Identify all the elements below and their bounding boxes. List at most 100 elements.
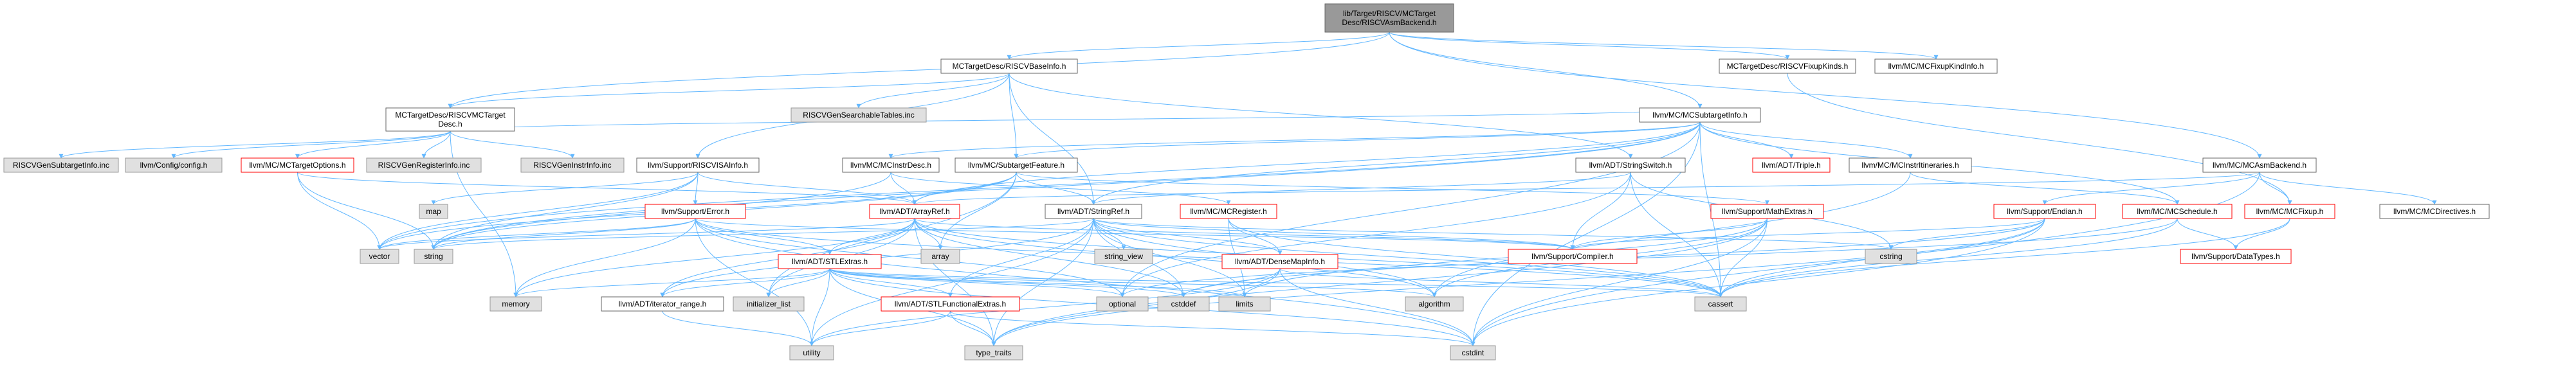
node-mathextras[interactable]: llvm/Support/MathExtras.h [1710, 204, 1824, 219]
edge-stringref-to-utility [809, 218, 1094, 346]
edge-iteratorrange-to-utility [662, 310, 814, 346]
node-stlextras[interactable]: llvm/ADT/STLExtras.h [778, 254, 882, 269]
node-instritin[interactable]: llvm/MC/MCInstrItineraries.h [1849, 157, 1972, 173]
node-box [940, 58, 1078, 74]
edge-error-to-string [431, 218, 696, 250]
edge-instrdesc-to-arrayref [890, 172, 917, 205]
edge-densemapinfo-to-cstddef [1181, 268, 1281, 298]
node-root[interactable]: lib/Target/RISCV/MCTargetDesc/RISCVAsmBa… [1324, 3, 1454, 33]
edge-arrayref-to-memory [513, 218, 915, 298]
node-isainfo[interactable]: llvm/Support/RISCVISAInfo.h [636, 157, 760, 173]
node-label: Desc/RISCVAsmBackend.h [1342, 18, 1436, 27]
node-mcfixup[interactable]: llvm/MC/MCFixup.h [2244, 204, 2335, 219]
node-densemapinfo[interactable]: llvm/ADT/DenseMapInfo.h [1221, 254, 1338, 269]
node-compiler[interactable]: llvm/Support/Compiler.h [1508, 249, 1638, 264]
edge-arrayref-to-compiler [914, 218, 1575, 250]
node-box [360, 249, 399, 264]
node-label: RISCVGenInstrInfo.inc [533, 161, 611, 170]
node-box [1849, 157, 1972, 173]
edge-error-to-memory [513, 218, 696, 298]
node-mcschedule[interactable]: llvm/MC/MCSchedule.h [2122, 204, 2233, 219]
node-fixupkinds[interactable]: MCTargetDesc/RISCVFixupKinds.h [1719, 58, 1856, 74]
edge-stlfunctional-to-utility [809, 310, 951, 346]
edge-stringswitch-to-stringref [1091, 172, 1631, 205]
node-stringswitch[interactable]: llvm/ADT/StringSwitch.h [1575, 157, 1686, 173]
node-label: limits [1236, 299, 1253, 308]
edge-instrdesc-to-mcregister [890, 172, 1231, 205]
node-stlfunctional[interactable]: llvm/ADT/STLFunctionalExtras.h [881, 296, 1020, 312]
node-box [385, 107, 515, 132]
node-endian[interactable]: llvm/Support/Endian.h [1993, 204, 2096, 219]
node-label: llvm/MC/MCInstrDesc.h [850, 161, 931, 170]
node-instrdesc[interactable]: llvm/MC/MCInstrDesc.h [842, 157, 940, 173]
node-label: llvm/Support/Endian.h [2007, 207, 2082, 216]
node-subtargetfeature[interactable]: llvm/MC/SubtargetFeature.h [955, 157, 1078, 173]
edge-mathextras-to-cassert [1718, 218, 1768, 298]
node-stringref[interactable]: llvm/ADT/StringRef.h [1045, 204, 1142, 219]
node-label: utility [803, 348, 820, 357]
node-asmbackend[interactable]: llvm/MC/MCAsmBackend.h [2202, 157, 2317, 173]
node-label: llvm/MC/MCDirectives.h [2393, 207, 2476, 216]
node-box [1874, 58, 1998, 74]
node-targetoptions[interactable]: llvm/MC/MCTargetOptions.h [241, 157, 354, 173]
node-subtargetinfo[interactable]: llvm/MC/MCSubtargetInfo.h [1639, 107, 1761, 123]
node-utility: utility [789, 345, 834, 361]
node-arrayref[interactable]: llvm/ADT/ArrayRef.h [869, 204, 960, 219]
node-box [1180, 204, 1277, 219]
edge-baseinfo-to-mctargetdesc [448, 73, 1010, 109]
edge-instritin-to-mcschedule [1910, 172, 2180, 205]
node-stringview: string_view [1094, 249, 1153, 264]
node-box [1096, 296, 1149, 312]
node-box [1218, 296, 1271, 312]
edge-baseinfo-to-stringref [1009, 73, 1096, 205]
node-iteratorrange[interactable]: llvm/ADT/iterator_range.h [601, 296, 724, 312]
node-triple[interactable]: llvm/ADT/Triple.h [1752, 157, 1831, 173]
edge-mcschedule-to-datatypes [2177, 218, 2238, 250]
node-error[interactable]: llvm/Support/Error.h [644, 204, 746, 219]
node-fixupkindinfo[interactable]: llvm/MC/MCFixupKindInfo.h [1874, 58, 1998, 74]
edge-mcregister-to-densemapinfo [1228, 218, 1283, 255]
edge-subtargetfeature-to-mathextras [1016, 172, 1769, 205]
node-label: MCTargetDesc/RISCVBaseInfo.h [953, 62, 1066, 71]
node-box [1221, 254, 1338, 269]
node-cstring: cstring [1865, 249, 1917, 264]
node-box [1752, 157, 1831, 173]
edge-asmbackend-to-directives [2259, 172, 2437, 205]
node-cassert: cassert [1694, 296, 1747, 312]
node-label: llvm/MC/MCSubtargetInfo.h [1652, 111, 1747, 120]
edge-subtargetinfo-to-optional [1120, 121, 1701, 298]
edge-mctargetdesc-to-subtargetinfo [450, 107, 1702, 132]
node-box [601, 296, 724, 312]
node-label: llvm/MC/MCSchedule.h [2137, 207, 2217, 216]
node-config: llvm/Config/config.h [125, 157, 223, 173]
node-initlist: initializer_list [733, 296, 805, 312]
edge-arrayref-to-vector [377, 218, 915, 250]
edge-subtargetinfo-to-cstdint [1470, 121, 1701, 346]
node-map: map [419, 204, 448, 219]
node-mcregister[interactable]: llvm/MC/MCRegister.h [1180, 204, 1277, 219]
edge-stlextras-to-initlist [766, 268, 830, 298]
edge-mathextras-to-cstdint [1470, 218, 1768, 346]
edge-root-to-subtargetinfo [1389, 31, 1703, 109]
node-box [1094, 249, 1153, 264]
edge-stlextras-to-optional [829, 268, 1125, 298]
edge-error-to-vector [377, 218, 696, 250]
node-baseinfo[interactable]: MCTargetDesc/RISCVBaseInfo.h [940, 58, 1078, 74]
node-directives[interactable]: llvm/MC/MCDirectives.h [2379, 204, 2490, 219]
node-typetraits: type_traits [964, 345, 1023, 361]
edge-isainfo-to-vector [377, 172, 699, 250]
node-box [520, 157, 625, 173]
node-label: llvm/ADT/StringRef.h [1057, 207, 1129, 216]
edge-fixupkinds-to-mcfixup [1787, 73, 2292, 205]
node-label: llvm/ADT/Triple.h [1762, 161, 1821, 170]
node-datatypes[interactable]: llvm/Support/DataTypes.h [2180, 249, 2292, 264]
node-box [790, 107, 927, 123]
edge-stringref-to-cstring [1093, 218, 1894, 250]
edge-arrayref-to-algorithm [914, 218, 1437, 298]
node-label: llvm/MC/MCRegister.h [1190, 207, 1266, 216]
node-box [1694, 296, 1747, 312]
node-cstddef: cstddef [1157, 296, 1210, 312]
node-label: optional [1109, 299, 1136, 308]
node-box [920, 249, 960, 264]
